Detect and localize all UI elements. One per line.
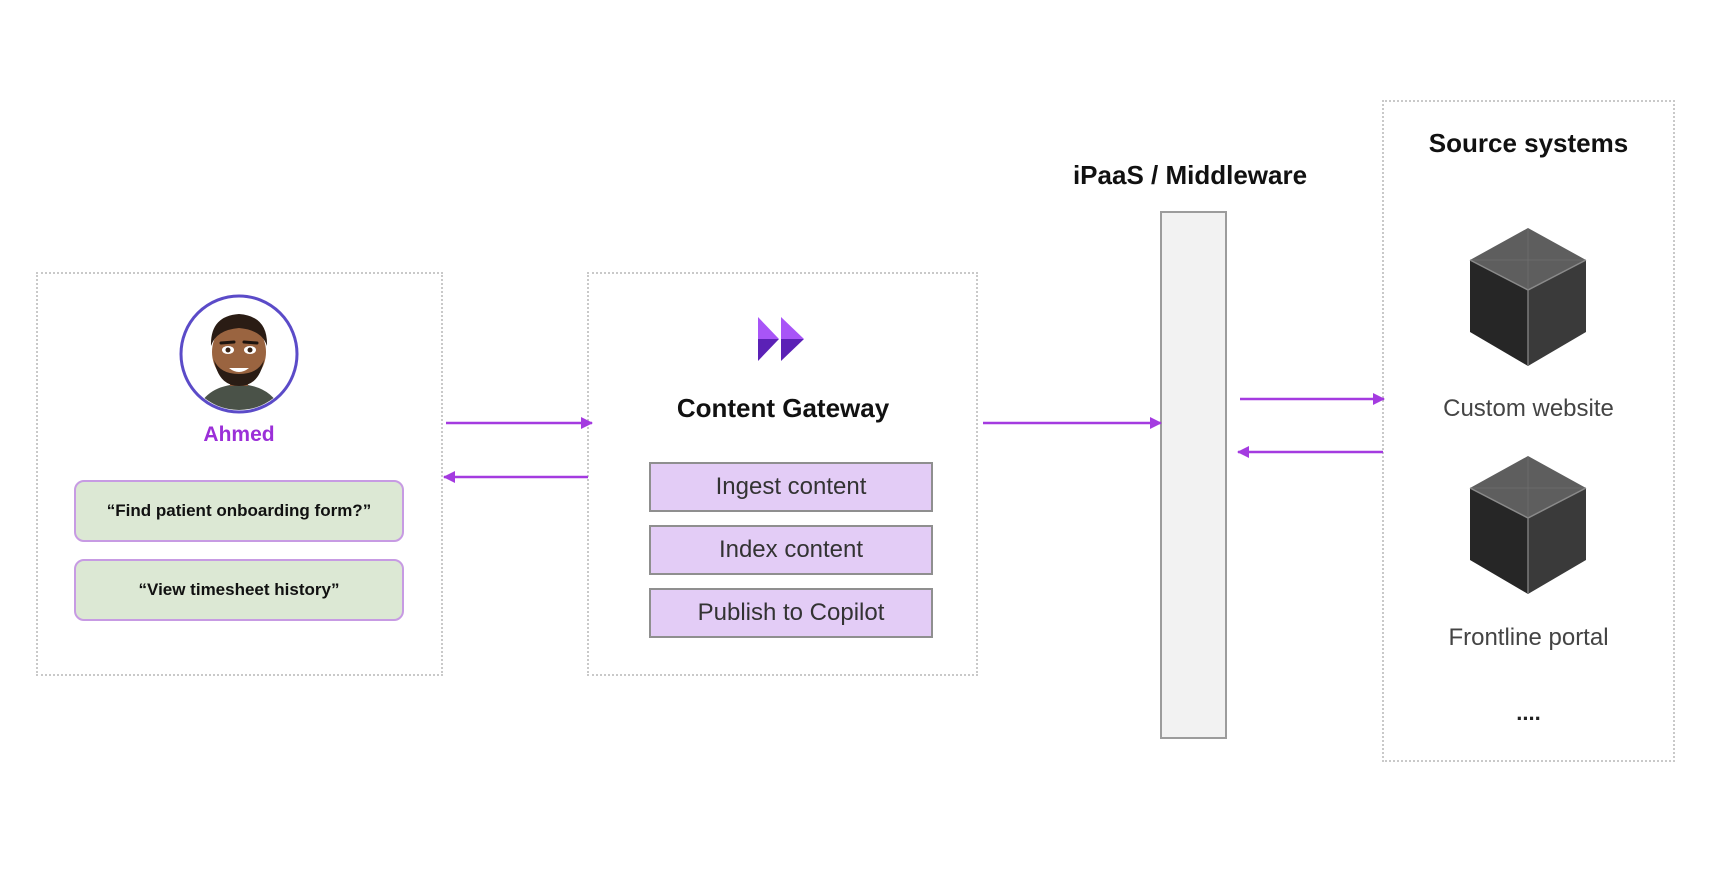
source-item-frontline-portal: Frontline portal (1448, 624, 1609, 651)
person-avatar-icon (179, 294, 299, 414)
query-card[interactable]: “Find patient onboarding form?” (74, 480, 404, 542)
cube-icon (1469, 228, 1587, 366)
middleware-bar (1160, 211, 1227, 739)
source-systems-title: Source systems (1428, 128, 1629, 158)
step-ingest-content: Ingest content (649, 462, 933, 512)
source-more-ellipsis: .... (1516, 700, 1541, 725)
user-panel (36, 272, 443, 676)
step-index-content: Index content (649, 525, 933, 575)
double-chevron-logo-icon (758, 317, 804, 361)
source-item-custom-website: Custom website (1443, 395, 1614, 422)
content-gateway-title: Content Gateway (676, 393, 890, 423)
query-card[interactable]: “View timesheet history” (74, 559, 404, 621)
content-gateway-panel (587, 272, 978, 676)
source-systems-panel (1382, 100, 1675, 762)
user-name: Ahmed (203, 423, 275, 446)
middleware-title: iPaaS / Middleware (1072, 160, 1308, 190)
step-publish-to-copilot: Publish to Copilot (649, 588, 933, 638)
cube-icon (1469, 456, 1587, 594)
